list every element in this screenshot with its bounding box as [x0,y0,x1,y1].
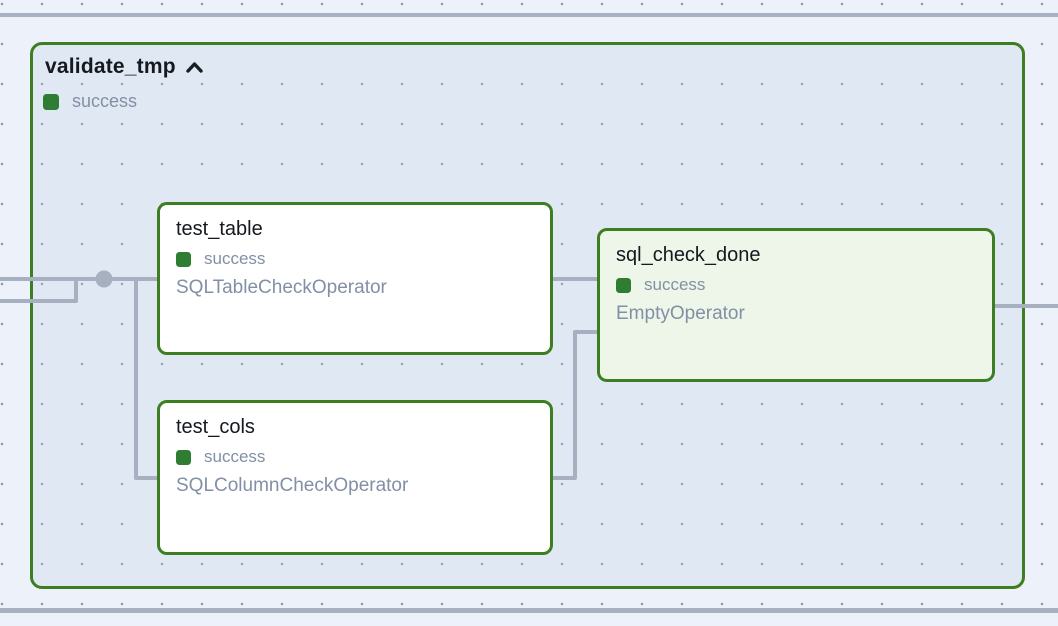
group-header: validate_tmp [45,55,204,79]
horizontal-edge-top [0,13,1058,17]
chevron-up-icon [185,61,204,74]
group-title: validate_tmp [45,55,176,78]
task-status-label: success [644,275,706,294]
group-status: success [43,91,137,112]
task-node-test-table[interactable]: test_table success SQLTableCheckOperator [157,202,553,355]
task-title: sql_check_done [616,244,761,266]
task-operator: SQLTableCheckOperator [176,277,387,298]
success-status-icon [616,277,631,293]
task-node-test-cols[interactable]: test_cols success SQLColumnCheckOperator [157,400,553,555]
horizontal-edge-bottom [0,608,1058,613]
group-status-label: success [72,91,138,111]
task-status: success [176,447,534,467]
task-operator: SQLColumnCheckOperator [176,475,409,496]
collapse-group-button[interactable] [185,61,204,74]
task-status: success [176,249,534,269]
task-operator: EmptyOperator [616,303,745,324]
success-status-icon [176,449,191,465]
success-status-icon [43,93,59,110]
task-title: test_table [176,218,263,240]
success-status-icon [176,251,191,267]
task-status-label: success [204,447,266,466]
task-status-label: success [204,249,266,268]
task-status: success [616,275,976,295]
task-node-sql-check-done[interactable]: sql_check_done success EmptyOperator [597,228,995,382]
task-title: test_cols [176,416,255,438]
